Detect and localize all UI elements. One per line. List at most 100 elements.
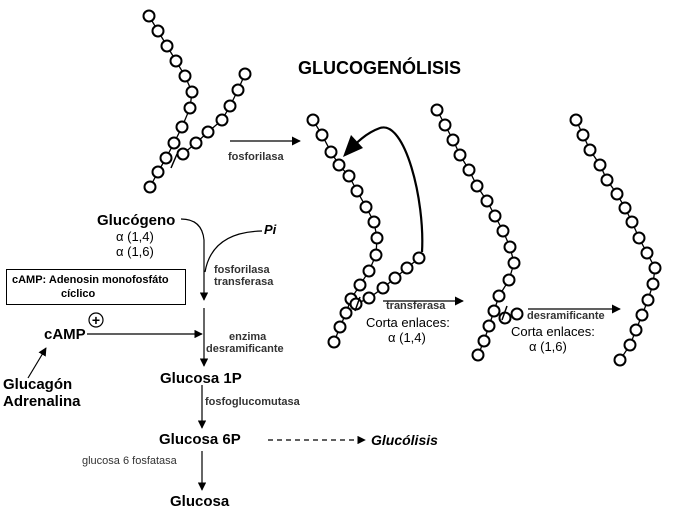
label-bond-a16-cut: α (1,6) [529,339,567,354]
glucose-unit [353,278,367,292]
page-title: GLUCOGENÓLISIS [298,58,462,78]
glucose-unit [629,323,643,337]
camp-definition-line1: cAMP: Adenosin monofosfáto [12,274,169,286]
glucose-unit [487,304,501,318]
glucose-unit [367,215,381,229]
glucose-unit [498,311,512,325]
label-camp: cAMP [44,326,86,343]
glucose-unit [502,273,516,287]
label-corta-enlaces-1: Corta enlaces: [366,315,450,330]
glucose-unit [359,200,373,214]
glucose-unit [176,147,190,161]
pi-input-line [204,230,263,273]
cut-mark-2 [354,296,361,312]
glucose-unit [167,136,181,150]
glucose-unit [370,231,384,245]
label-enzima: enzima [229,331,267,343]
camp-definition-line2: cíclico [61,288,96,300]
glucose-unit [189,136,203,150]
glucose-unit [471,348,485,362]
glucose-unit [503,240,517,254]
glucose-unit [159,151,173,165]
cut-mark-1 [170,153,178,169]
glucose-unit [610,187,624,201]
glucose-unit [482,319,496,333]
label-desramificante-enzyme: desramificante [206,343,284,355]
glucose-unit [648,261,662,275]
glucose-unit [470,179,484,193]
glucose-unit [315,128,329,142]
glucose-unit [376,281,390,295]
glucose-unit [178,69,192,83]
glucose-unit [215,113,229,127]
glucose-unit [143,180,157,194]
activation-plus-sign: + [92,312,100,328]
glucose-unit [160,39,174,53]
glucose-unit [231,83,245,97]
label-fosfoglucomutasa: fosfoglucomutasa [205,396,300,408]
glycogen-molecule-initial [142,9,252,194]
glucose-unit [641,293,655,307]
glucose-unit [576,128,590,142]
label-fosforilasa-enzyme: fosforilasa [214,264,270,276]
glucose-unit [507,256,521,270]
glucose-unit [412,251,426,265]
glucose-unit [223,99,237,113]
glucose-unit [496,224,510,238]
label-transferasa-enzyme: transferasa [214,276,274,288]
glucose-unit [462,163,476,177]
cut-mark-3 [501,305,508,321]
glucose-unit [306,113,320,127]
label-glucose: Glucosa [170,493,230,510]
glucose-unit [438,118,452,132]
glucose-unit [477,334,491,348]
glucose-unit [339,306,353,320]
glucose-unit [492,289,506,303]
glucose-unit [185,85,199,99]
glucose-unit [446,133,460,147]
glucose-unit [430,103,444,117]
label-glycogen-bond-a14: α (1,4) [116,229,154,244]
glucose-unit [400,261,414,275]
glycogen-molecule-after-phosphorylase [306,113,426,349]
glucose-unit [324,145,338,159]
label-glucagon: Glucagón [3,376,73,393]
label-corta-enlaces-2: Corta enlaces: [511,324,595,339]
label-fosforilasa: fosforilasa [228,151,284,163]
glucose-unit [332,158,346,172]
glycogen-molecule-debranched [569,113,662,367]
glucose-unit [583,143,597,157]
glucose-unit [510,307,524,321]
glucose-unit [369,248,383,262]
label-desramificante: desramificante [527,310,605,322]
glucose-unit [600,173,614,187]
glucose-unit [613,353,627,367]
glucose-unit [632,231,646,245]
glucose-unit [333,320,347,334]
glucose-unit [593,158,607,172]
glucose-unit [183,101,197,115]
glycogen-molecule-after-transferase [430,103,524,362]
label-glycolysis: Glucólisis [371,432,438,448]
label-pi: Pi [264,222,277,237]
arrow-branch-transfer-head [343,135,363,157]
glucose-unit [618,201,632,215]
glucose-unit [569,113,583,127]
label-glycogen: Glucógeno [97,212,176,229]
arrow-hormones-to-camp [27,347,47,379]
glucose-unit [350,184,364,198]
glucose-unit [480,194,494,208]
label-glucose-6-fosfatasa: glucosa 6 fosfatasa [82,455,177,467]
label-glucose-6p: Glucosa 6P [159,431,241,448]
glucose-unit [453,148,467,162]
activation-plus-circle [88,312,104,328]
glucose-unit [635,308,649,322]
glucose-unit [327,335,341,349]
glucose-unit [175,120,189,134]
glucose-unit [169,54,183,68]
pathway-glycogen-connector [180,218,209,301]
glucose-unit [625,215,639,229]
glucose-unit [151,165,165,179]
chain2-main-bond-line [312,119,378,343]
